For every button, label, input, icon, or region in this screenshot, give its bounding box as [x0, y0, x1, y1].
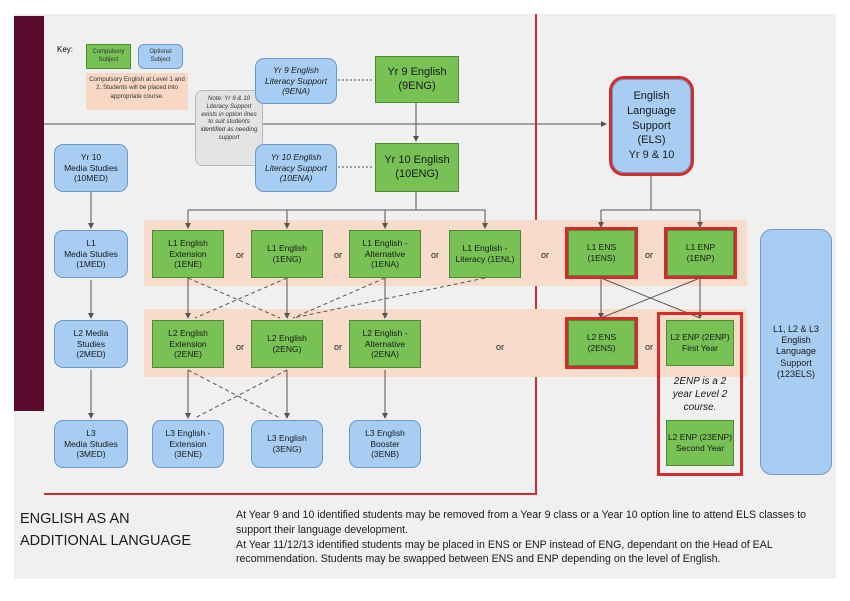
l2-ens-box: L2 ENS(2ENS)	[565, 317, 638, 369]
or-label: or	[334, 250, 343, 260]
l3-english-box: L3 English(3ENG)	[251, 420, 323, 468]
level1-band	[144, 220, 747, 286]
l2-enp-second-year-box: L2 ENP (23ENP)Second Year	[666, 420, 734, 466]
l1-english-alternative-box: L1 English -Alternative(1ENA)	[349, 230, 421, 278]
l3-english-extension-box: L3 English -Extension(3ENE)	[152, 420, 224, 468]
or-label: or	[645, 250, 654, 260]
key-note: Compulsory English at Level 1 and 2. Stu…	[86, 73, 188, 110]
l1-enp-box: L1 ENP(1ENP)	[664, 227, 737, 279]
or-label: or	[645, 342, 654, 352]
yr9-english-box: Yr 9 English(9ENG)	[375, 56, 459, 103]
l1-ens-box: L1 ENS(1ENS)	[565, 227, 638, 279]
key-compulsory: Compulsory Subject	[86, 44, 131, 69]
l2-english-alternative-box: L2 English -Alternative(2ENA)	[349, 320, 421, 368]
red-divider-horizontal	[44, 493, 537, 495]
l1-english-literacy-box: L1 English -Literacy (1ENL)	[449, 230, 521, 278]
or-label: or	[496, 342, 505, 352]
key-optional: Optional Subject	[138, 44, 183, 69]
or-label: or	[431, 250, 440, 260]
literacy-note: Note: Yr 9 & 10 Literacy Support exists …	[195, 90, 263, 166]
or-label: or	[541, 250, 550, 260]
l1-english-box: L1 English(1ENG)	[251, 230, 323, 278]
l2-enp-first-year-box: L2 ENP (2ENP)First Year	[666, 320, 734, 366]
or-label: or	[236, 250, 245, 260]
footer-title: ENGLISH AS AN ADDITIONAL LANGUAGE	[20, 511, 192, 550]
or-label: or	[334, 342, 343, 352]
or-label: or	[236, 342, 245, 352]
key-label: Key:	[57, 45, 74, 54]
l2-english-box: L2 English(2ENG)	[251, 320, 323, 368]
yr10-english-box: Yr 10 English(10ENG)	[375, 143, 459, 192]
footer-description: At Year 9 and 10 identified students may…	[236, 509, 807, 566]
maroon-bar	[14, 16, 44, 411]
enp-two-year-frame	[657, 312, 743, 476]
level2-band	[144, 309, 747, 377]
